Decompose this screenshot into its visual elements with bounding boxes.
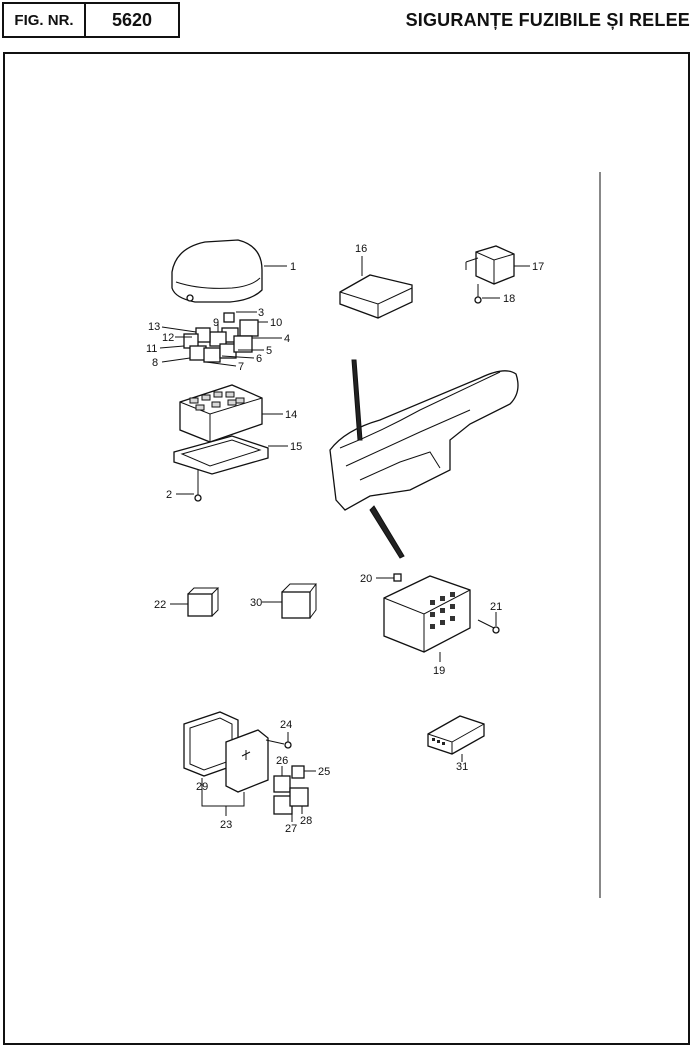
relay-box-assembly: [183, 711, 292, 816]
callout-18: 18: [503, 293, 515, 305]
fuse-block: [339, 256, 413, 319]
callout-4: 4: [284, 333, 290, 345]
relay-with-bracket: [465, 245, 530, 304]
small-relays: [273, 765, 316, 822]
callout-10: 10: [270, 317, 282, 329]
callout-8: 8: [152, 357, 158, 369]
callout-26: 26: [276, 755, 288, 767]
callout-1: 1: [290, 261, 296, 273]
callout-labels: 1 2 3 4 5 6 7 8 9 10 11 12 13 14 15 16 1…: [146, 243, 544, 835]
figure-label: FIG. NR.: [4, 4, 86, 36]
page-title: SIGURANȚE FUZIBILE ȘI RELEE: [405, 10, 690, 30]
callout-16: 16: [355, 243, 367, 255]
main-fuse-block: [376, 573, 500, 662]
callout-6: 6: [256, 353, 262, 365]
callout-19: 19: [433, 665, 445, 677]
callout-30: 30: [250, 597, 262, 609]
relay-cluster: [159, 311, 282, 367]
callout-2: 2: [166, 489, 172, 501]
callout-11: 11: [146, 343, 157, 355]
callout-22: 22: [154, 599, 166, 611]
callout-12: 12: [162, 332, 174, 344]
callout-14: 14: [285, 409, 297, 421]
fuse-box-base: [173, 435, 288, 502]
callout-27: 27: [285, 823, 297, 835]
connector-31: [427, 715, 485, 762]
callout-3: 3: [258, 307, 264, 319]
callout-5: 5: [266, 345, 272, 357]
relay-30: [262, 583, 317, 619]
callout-24: 24: [280, 719, 292, 731]
callout-29: 29: [196, 781, 208, 793]
diagram-frame: [3, 52, 690, 1045]
fuse-box-cover: [171, 239, 287, 303]
callout-23: 23: [220, 819, 232, 831]
callout-15: 15: [290, 441, 302, 453]
callout-20: 20: [360, 573, 372, 585]
callout-28: 28: [300, 815, 312, 827]
dashboard-illustration: [329, 359, 519, 559]
figure-number-box: FIG. NR. 5620: [2, 2, 180, 38]
callout-9: 9: [213, 317, 219, 329]
relay-22: [170, 587, 220, 617]
figure-number: 5620: [111, 9, 153, 30]
callout-21: 21: [490, 601, 502, 613]
callout-31: 31: [456, 761, 468, 773]
fuse-box-body: [179, 384, 283, 443]
callout-25: 25: [318, 766, 330, 778]
callout-17: 17: [532, 261, 544, 273]
callout-13: 13: [148, 321, 160, 333]
callout-7: 7: [238, 361, 244, 373]
